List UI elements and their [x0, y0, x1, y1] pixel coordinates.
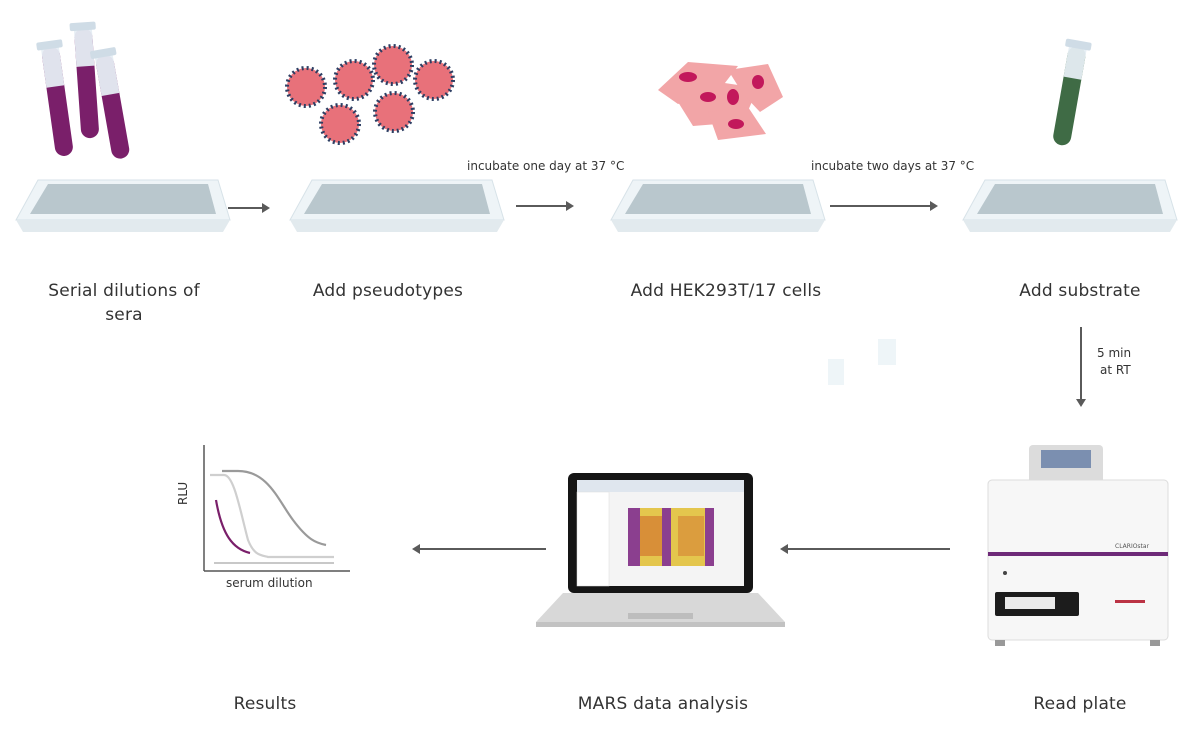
results-chart: RLU serum dilution [176, 445, 353, 595]
arrow-pseudotypes-to-cells [516, 201, 574, 211]
incubate-two-days-label: incubate two days at 37 °C [811, 159, 975, 173]
curve-purple [214, 499, 251, 555]
curve-light [210, 473, 334, 559]
chart-x-label: serum dilution [226, 576, 313, 590]
wait-label-line1: 5 min [1097, 346, 1132, 360]
incubate-one-day-label: incubate one day at 37 °C [467, 159, 625, 173]
step-label-cells: Add HEK293T/17 cells [630, 281, 822, 301]
step-label-pseudotypes: Add pseudotypes [312, 281, 464, 301]
arrow-serial-to-pseudotypes [228, 203, 270, 213]
step-label-substrate: Add substrate [1019, 281, 1141, 301]
step-label-serial: Serial dilutions of sera [48, 281, 200, 325]
substrate-tube-illustration [1053, 38, 1092, 146]
step-label-analysis: MARS data analysis [577, 694, 749, 714]
decorative-fragment [828, 339, 896, 385]
laptop-illustration [536, 473, 785, 627]
arrow-analysis-to-results [412, 544, 546, 554]
chart-y-label: RLU [176, 481, 190, 505]
plate-step3 [610, 179, 826, 232]
results-curves [203, 445, 350, 572]
pseudotype-particles-illustration [285, 44, 455, 145]
wait-label-line2: at RT [1100, 363, 1131, 377]
svg-text:CLARIOstar: CLARIOstar [1115, 543, 1150, 550]
plate-reader-illustration: CLARIOstar [987, 445, 1169, 646]
hek-cells-illustration [658, 62, 783, 140]
sera-tubes-illustration [36, 21, 130, 159]
arrow-cells-to-substrate [830, 201, 938, 211]
step-label-results: Results [233, 694, 297, 714]
plate-step2 [289, 179, 505, 232]
plate-step1 [15, 179, 231, 232]
plate-step4 [962, 179, 1178, 232]
step-label-read: Read plate [1033, 694, 1127, 714]
arrow-read-to-analysis [780, 544, 950, 554]
arrow-substrate-to-read [1076, 327, 1086, 407]
curve-gray [222, 469, 327, 547]
